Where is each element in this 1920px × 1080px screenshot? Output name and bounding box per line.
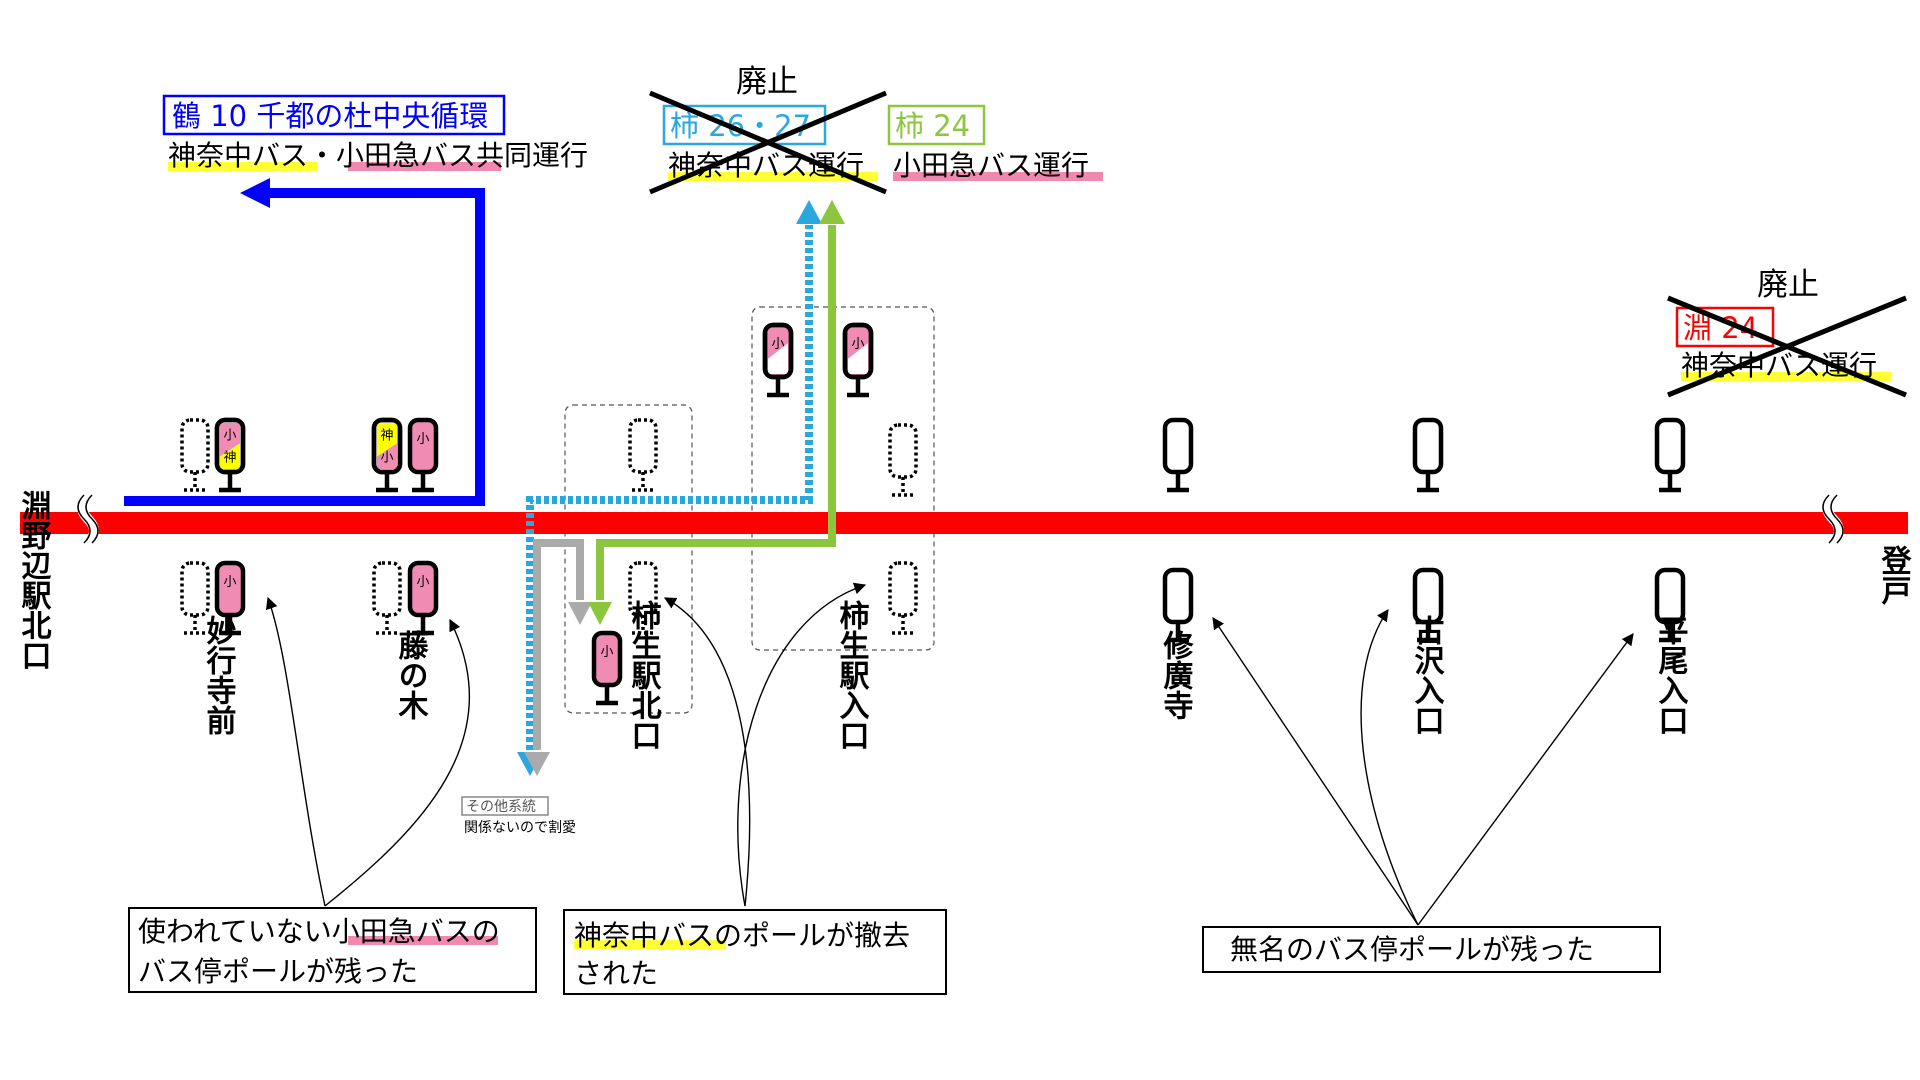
other-routes-note: その他系統 関係ないので割愛 <box>461 796 576 836</box>
route-kaki24-line <box>596 225 836 600</box>
note-odakyu-unused: 使われていない小田急バスの バス停ポールが残った <box>128 907 537 993</box>
pole-kakio-iriguchi-north-removed <box>888 423 918 497</box>
pole-fujinoki-north-odakyu: 小 <box>407 417 439 493</box>
pole-kakio-iriguchi-south-removed <box>888 561 918 635</box>
line-break-left <box>77 491 99 547</box>
svg-text:神奈中バス・小田急バス共同運行: 神奈中バス・小田急バス共同運行 <box>168 139 588 172</box>
pole-mark: 小 <box>416 432 429 447</box>
pole-mark: 小 <box>600 645 613 660</box>
pole-shukoji-north <box>1162 417 1194 493</box>
pole-myogyoji-north-removed <box>180 418 210 492</box>
pole-mark: 小 <box>380 450 393 465</box>
route-other-arrow-down <box>524 752 550 776</box>
pole-mark: 神 <box>223 450 236 465</box>
route-tsuru10-label: 鶴 10 千都の杜中央循環 神奈中バス・小田急バス共同運行 <box>162 94 588 172</box>
note-nameless-text: 無名のバス停ポールが残った <box>1230 933 1594 966</box>
note-kanachu-removed-b: のポールが撤去 <box>714 919 910 952</box>
route-tsuru10-op-joint: 共同運行 <box>476 139 588 172</box>
stop-name-shukoji: 修廣寺 <box>1158 630 1195 720</box>
bus-stop-poles: 小神小神小小小小小小 <box>180 322 1686 706</box>
stop-name-kakio-iriguchi: 柿生駅入口 <box>834 599 870 750</box>
route-tsuru10-op-odakyu: 小田急バス <box>336 139 476 172</box>
note-nameless: 無名のバス停ポールが残った <box>1202 926 1661 973</box>
route-kaki24-arrow-down <box>588 602 612 625</box>
pole-mark: 小 <box>223 575 236 590</box>
route-fuchi24-label: 廃止 淵 24 神奈中バス運行 <box>1667 267 1907 398</box>
route-kaki2627-code: 柿 26・27 <box>670 109 811 143</box>
other-routes-note-text: 関係ないので割愛 <box>464 819 576 836</box>
group-box-kakio-iriguchi <box>751 306 935 651</box>
pole-fujinoki-south-removed <box>372 561 402 635</box>
route-tsuru10-line <box>124 188 485 506</box>
stop-name-hirao-iriguchi: 平尾入口 <box>1653 615 1689 735</box>
route-tsuru10-arrow <box>240 178 270 208</box>
route-kaki2627-abolished: 廃止 <box>736 64 798 100</box>
stop-name-furusawa-iriguchi: 古沢入口 <box>1409 615 1445 735</box>
route-kaki2627-label: 廃止 柿 26・27 神奈中バス運行 <box>649 64 887 195</box>
note-odakyu-unused-line2: バス停ポールが残った <box>138 955 418 988</box>
pole-mark: 神 <box>380 429 393 444</box>
pole-mark: 小 <box>416 575 429 590</box>
route-fuchi24-abolished: 廃止 <box>1757 267 1819 303</box>
note-kanachu-removed-line2: された <box>574 957 658 990</box>
note-odakyu-unused-b: 小田急バス <box>332 915 472 948</box>
pole-kakio-iriguchi-north-odakyu-2: 小 <box>842 322 874 398</box>
route-kaki24-arrow-up <box>819 200 845 224</box>
line-break-right <box>1822 491 1844 547</box>
pole-myogyoji-south-odakyu: 小 <box>214 560 246 636</box>
pole-mark: 小 <box>223 429 236 444</box>
stop-name-fujinoki: 藤の木 <box>393 630 430 720</box>
pole-myogyoji-north-shared: 小神 <box>214 417 246 493</box>
route-tsuru10-code: 鶴 10 千都の杜中央循環 <box>172 99 488 133</box>
note-odakyu-unused-a: 使われていない <box>138 915 332 948</box>
svg-text:使われていない小田急バスの: 使われていない小田急バスの <box>138 915 500 948</box>
pole-mark: 小 <box>851 337 864 352</box>
route-tsuru10-op-kanachu: 神奈中バス <box>168 139 308 172</box>
route-other-arrow-stop <box>568 602 592 625</box>
terminus-right: 登戸 <box>1876 545 1913 606</box>
other-routes-label: その他系統 <box>466 799 536 815</box>
pole-fujinoki-north-shared: 神小 <box>371 417 403 493</box>
route-tsuru10-op-sep: ・ <box>308 139 336 172</box>
svg-text:神奈中バスのポールが撤去: 神奈中バスのポールが撤去 <box>574 919 910 952</box>
route-kaki24-code: 柿 24 <box>895 109 970 143</box>
note-odakyu-unused-c: の <box>472 915 500 948</box>
terminus-right-label: 登戸 <box>1876 545 1913 606</box>
terminus-left-label: 淵野辺駅北口 <box>16 490 52 670</box>
stop-name-myogyoji: 妙行寺前 <box>201 615 238 735</box>
pole-hirao-north <box>1654 417 1686 493</box>
note-kanachu-removed-a: 神奈中バス <box>574 919 714 952</box>
group-box-kakio-kitaguchi <box>564 404 693 714</box>
pole-mark: 小 <box>771 337 784 352</box>
pole-myogyoji-south-removed <box>180 561 210 635</box>
pole-kakio-kitaguchi-south-removed <box>628 561 658 635</box>
note-kanachu-removed: 神奈中バスのポールが撤去 された <box>563 909 947 995</box>
route-kaki24-label: 柿 24 小田急バス運行 <box>887 104 1103 182</box>
stop-names: 妙行寺前 藤の木 柿生駅北口 柿生駅入口 修廣寺 古沢入口 平尾入口 <box>201 599 1689 750</box>
route-kaki24-operator: 小田急バス運行 <box>893 149 1089 182</box>
pole-kakio-iriguchi-north-odakyu-1: 小 <box>762 322 794 398</box>
route-kaki2627-operator: 神奈中バス運行 <box>668 149 864 182</box>
pole-furusawa-south <box>1412 567 1444 643</box>
pole-furusawa-north <box>1412 417 1444 493</box>
terminus-left: 淵野辺駅北口 <box>16 490 52 670</box>
route-kaki2627-arrow-up <box>796 200 822 224</box>
pole-kakio-kitaguchi-south-odakyu: 小 <box>591 630 623 706</box>
stop-name-kakio-kitaguchi: 柿生駅北口 <box>626 599 662 750</box>
pole-shukoji-south <box>1162 567 1194 643</box>
route-other-line <box>533 539 584 750</box>
route-kaki2627-line <box>526 225 813 750</box>
pointer-lines <box>265 582 1634 926</box>
pole-kakio-kitaguchi-north-removed <box>628 418 658 492</box>
pole-fujinoki-south-odakyu: 小 <box>407 560 439 636</box>
pole-hirao-south <box>1654 567 1686 643</box>
